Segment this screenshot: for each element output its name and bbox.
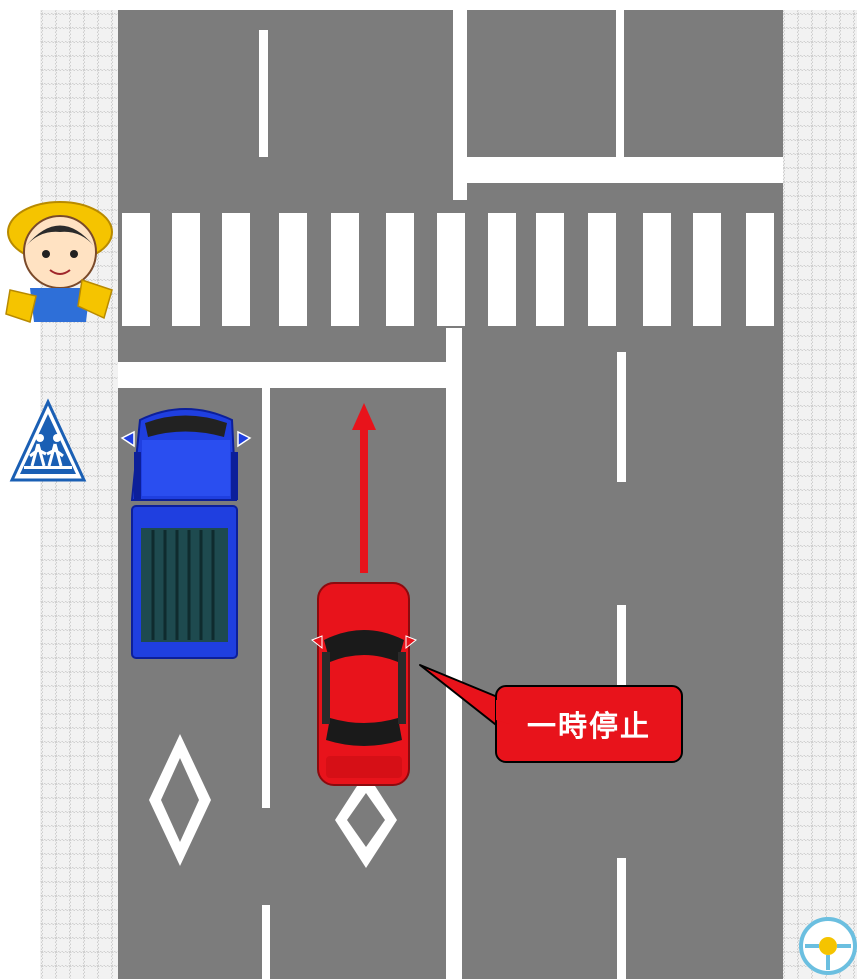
pedestrian-crossing-sign xyxy=(9,398,87,482)
lower-center-line xyxy=(446,328,462,979)
crosswalk-stripe xyxy=(588,213,616,326)
crosswalk-stripe xyxy=(746,213,774,326)
crosswalk-stripe xyxy=(693,213,721,326)
crosswalk-stripe xyxy=(279,213,307,326)
stopped-car xyxy=(311,582,417,786)
lower-stop-line xyxy=(118,362,448,388)
crosswalk-stripe xyxy=(488,213,516,326)
crosswalk-stripe xyxy=(122,213,150,326)
direction-arrow xyxy=(352,403,376,573)
lower-lane-divider xyxy=(262,905,270,979)
lower-lane-divider xyxy=(262,388,270,808)
crosswalk-stripe xyxy=(222,213,250,326)
crosswalk-stripe xyxy=(643,213,671,326)
parked-truck xyxy=(120,408,252,659)
right-lane-dash xyxy=(617,605,626,735)
upper-stop-line xyxy=(467,157,783,183)
upper-center-line xyxy=(453,10,467,200)
crosswalk-stripe xyxy=(331,213,359,326)
stop-callout xyxy=(419,664,683,763)
steering-wheel-logo xyxy=(799,917,857,975)
upper-lane-divider xyxy=(259,30,268,157)
right-lane-dash xyxy=(617,858,626,979)
left-sidewalk xyxy=(40,10,118,979)
upper-right-lane-line xyxy=(616,10,624,160)
right-sidewalk xyxy=(783,10,857,979)
crossing-guard-child xyxy=(5,201,113,323)
crosswalk-stripe xyxy=(386,213,414,326)
crosswalk xyxy=(122,213,774,326)
diamond-marking xyxy=(149,734,211,866)
diamond-marking xyxy=(335,772,397,868)
right-lane-dash xyxy=(617,352,626,482)
callout-text: 一時停止 xyxy=(526,709,651,743)
crosswalk-stripe xyxy=(437,213,465,326)
crosswalk-stripe xyxy=(172,213,200,326)
crosswalk-stripe xyxy=(536,213,564,326)
